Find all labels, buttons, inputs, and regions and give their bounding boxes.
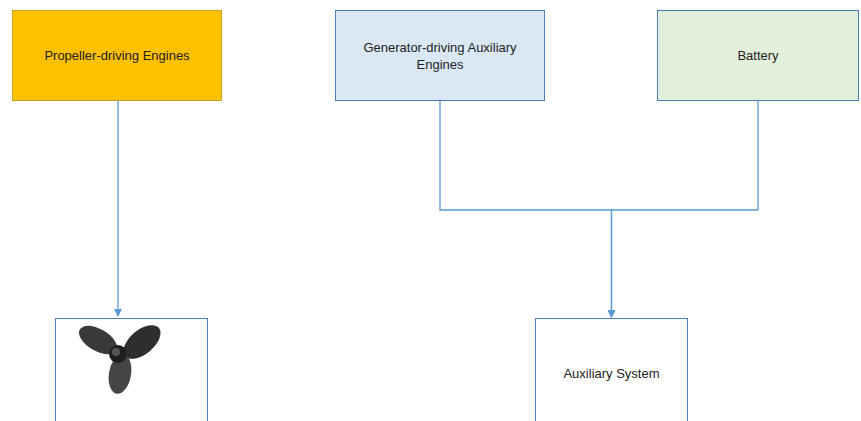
system-box: Auxiliary System (535, 318, 688, 421)
node-label: Generator-driving Auxiliary Engines (346, 39, 534, 73)
connector (612, 101, 759, 317)
node-label: Propeller-driving Engines (44, 47, 189, 64)
propeller-icon (74, 319, 166, 396)
node-label: Auxiliary System (563, 365, 659, 382)
engine-box: Propeller-driving Engines (12, 10, 222, 101)
propeller-frame (56, 319, 208, 421)
drive-line (117, 100, 118, 316)
generator-box: Generator-driving Auxiliary Engines (335, 10, 545, 101)
connector (440, 101, 612, 317)
node-label: Battery (737, 47, 778, 64)
battery-box: Battery (657, 10, 859, 101)
